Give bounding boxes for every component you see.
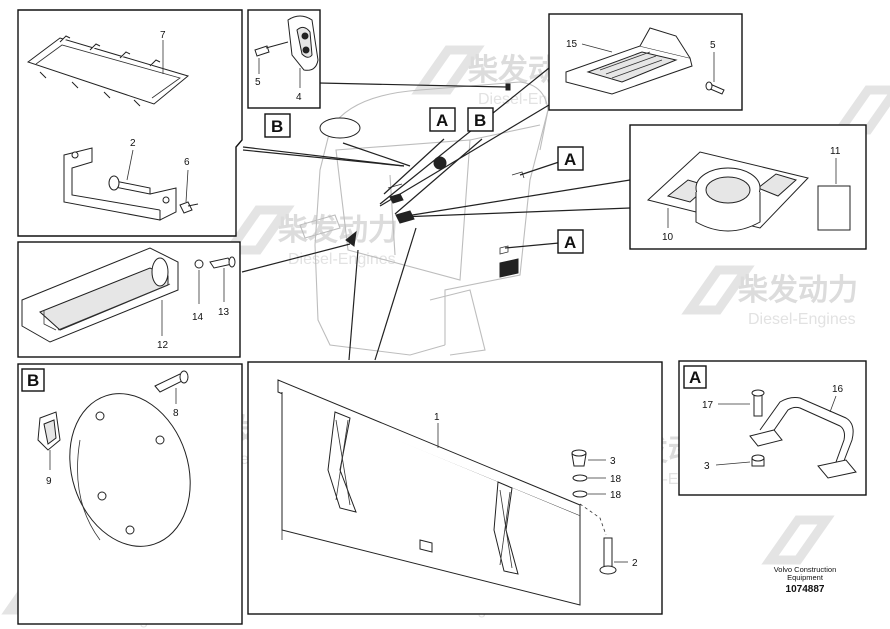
handle-mount-top: [505, 83, 511, 91]
callout-b-main-2: [467, 107, 494, 132]
panel-a-handle: A 17 3 16: [678, 360, 867, 496]
part-label-13: 13: [218, 307, 230, 318]
callout-a-main-1: [429, 107, 456, 132]
strip-mark: [345, 230, 357, 247]
watermark-text-en: Diesel-Engines: [748, 311, 856, 328]
watermark-text-cn: 柴发动力: [738, 273, 858, 308]
cab-outline: [299, 81, 549, 356]
round-cover: [69, 393, 191, 547]
watermark-text-cn: 柴发动力: [278, 213, 398, 248]
roof-light: [433, 156, 447, 170]
callout-a: A: [436, 111, 448, 130]
part-label-2: 2: [130, 138, 136, 149]
rail-cover: [26, 37, 190, 105]
part-label-9: 9: [46, 476, 52, 487]
part-label-6: 6: [184, 157, 190, 168]
part-label-5: 5: [255, 77, 261, 88]
part-label-3: 3: [704, 461, 710, 472]
part-label-17: 17: [702, 400, 714, 411]
part-label-7: 7: [160, 30, 166, 41]
callout-b: B: [27, 371, 39, 390]
footer-company: Volvo Construction: [774, 565, 837, 574]
roof-vent-left: [319, 117, 361, 139]
callout-b: B: [271, 117, 283, 136]
clip-mark: [387, 183, 403, 189]
part-label-12: 12: [157, 340, 169, 351]
leader-lines: [241, 67, 631, 361]
callout-b-box: [21, 368, 45, 392]
insert-pad: [817, 185, 851, 231]
panel-b-cover: B 8 9: [17, 363, 243, 625]
part-label-1: 1: [434, 412, 440, 423]
rail-cover-clips: [59, 35, 161, 67]
blind-arms-left: [327, 411, 357, 513]
callout-a-box: [683, 365, 707, 389]
mounting-bracket: [63, 147, 161, 221]
screw: [254, 41, 289, 57]
part-label-18: 18: [610, 490, 622, 501]
washer-18-lower: [572, 490, 588, 498]
handle-foot-left: [749, 429, 783, 447]
part-label-10: 10: [662, 232, 674, 243]
part-label-2: 2: [632, 558, 638, 569]
part-label-16: 16: [832, 384, 844, 395]
panel-bracket-15: 15 5: [548, 13, 743, 111]
handle-mark-lower: [499, 245, 509, 255]
footer-division: Equipment: [787, 573, 824, 582]
bolt-17: [753, 393, 763, 417]
grille: [499, 258, 519, 278]
callout-a-main-3: [557, 229, 584, 254]
callout-a: A: [564, 150, 576, 169]
callout-a: A: [564, 233, 576, 252]
document-number: 1074887: [786, 584, 825, 595]
handle-foot-right: [817, 459, 857, 479]
panel-brackets: 7 2 6: [17, 9, 243, 237]
washer-18-upper: [572, 474, 588, 482]
callout-a: A: [689, 368, 701, 387]
panel-sun-blind: 1 3 18 18 2: [247, 361, 663, 615]
panel-cup-holder: 10 11: [629, 124, 867, 250]
handle-mark-right: [511, 171, 525, 179]
bracket-mark-1: [389, 193, 404, 204]
panel-handle-top: 5 4: [247, 9, 321, 109]
blind-arms-right: [493, 481, 519, 575]
footer: Volvo Construction Equipment 1074887: [774, 565, 837, 595]
part-label-14: 14: [192, 312, 204, 323]
grab-rail-end: [151, 257, 169, 287]
screw-2: [603, 537, 613, 569]
part-label-4: 4: [296, 92, 302, 103]
washer: [194, 259, 204, 269]
callout-a-main-2: [557, 146, 584, 171]
main-callouts: B A B A A: [264, 107, 584, 254]
part-label-18: 18: [610, 474, 622, 485]
nut: [179, 201, 193, 214]
mounting-bracket-end: [149, 187, 177, 221]
watermark-text-en: Diesel-Engines: [288, 251, 396, 268]
callout-b: B: [474, 111, 486, 130]
callout-b-main: [264, 113, 291, 138]
part-label-3: 3: [610, 456, 616, 467]
part-label-11: 11: [830, 146, 841, 157]
panel-handle-rail: 14 13 12: [17, 241, 241, 358]
part-label-8: 8: [173, 408, 179, 419]
part-label-5: 5: [710, 40, 716, 51]
part-label-15: 15: [566, 39, 578, 50]
